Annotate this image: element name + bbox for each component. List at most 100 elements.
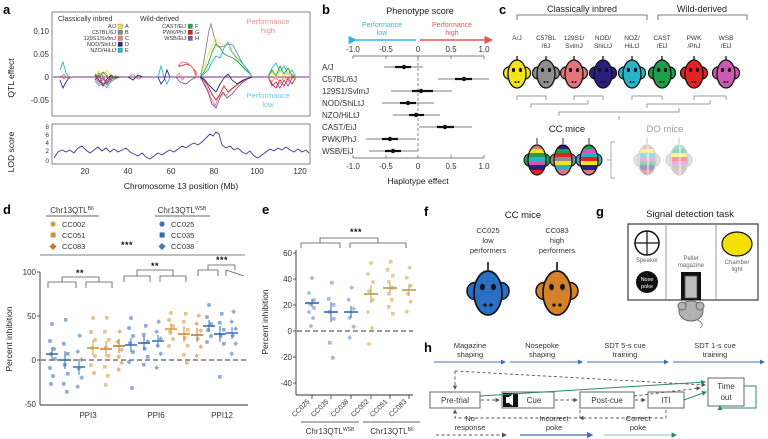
- panel-e-plot: *** Percent inhibition 60 40 20 0 -20 -4…: [260, 227, 420, 436]
- panel-a-legend-code-0: A: [125, 24, 129, 30]
- panel-a-legend-swatch-1: [117, 29, 123, 35]
- panel-f-left-l2: low: [482, 236, 494, 245]
- panel-e-ytick-0: 60: [283, 249, 292, 258]
- panel-b-bottom-tick-1: -0.5: [379, 162, 393, 171]
- panel-c-bracket-left-label: Classically inbred: [547, 4, 617, 14]
- mouse-icon-nod: [588, 56, 618, 89]
- panel-d-legend-right-title: Chr13QTLWSB: [158, 206, 207, 215]
- panel-e-xlabels: CC025 CC035 CC038 CC002 CC051 CC083: [291, 398, 408, 418]
- panel-a-legend-code-7: H: [195, 36, 199, 42]
- panel-a-annotation-high-1: Performance: [247, 17, 290, 26]
- panel-d-ylabel: Percent inhibition: [4, 306, 14, 371]
- panel-a-label: a: [3, 2, 11, 17]
- panel-b-bottom-tick-4: 1.0: [478, 162, 490, 171]
- panel-a-ytick-0: 0.10: [33, 27, 49, 36]
- panel-d-sig-ppi3: **: [76, 268, 84, 278]
- panel-c-cc-label: CC mice: [549, 124, 585, 135]
- panel-a-lod-tick-0: 8: [45, 124, 49, 131]
- panel-a-ylabel-bottom: LOD score: [6, 131, 16, 172]
- panel-a-legend-swatch-3: [117, 41, 123, 47]
- panel-h-legend-2-l1: Correct: [626, 414, 652, 423]
- panel-d-sig-ppi6: **: [151, 261, 159, 271]
- mouse-icon-nzo: [617, 56, 647, 89]
- panel-a-xtick-0: 20: [81, 167, 90, 176]
- panel-e-group-right-label: Chr13QTLB6: [370, 427, 414, 436]
- panel-c-founder-5-l1: CAST: [653, 35, 670, 42]
- panel-b-bottom-tick-2: 0: [416, 162, 421, 171]
- panel-a-lod-tick-3: 2: [45, 148, 49, 155]
- panel-d-xtick-0: PPI3: [79, 411, 97, 420]
- panel-d-legend-label-0: CC002: [62, 220, 85, 229]
- panel-b-right-arrow-label-1: Performance: [432, 22, 472, 29]
- panel-f-left-l1: CC025: [476, 226, 499, 235]
- panel-d-legend-label-2: CC083: [62, 242, 85, 251]
- panel-c-founder-4-l2: HiLtJ: [625, 43, 640, 50]
- panel-h-legend-0-l1: No: [465, 414, 475, 423]
- do-mouse-2: [665, 138, 693, 176]
- panel-d-legend-label-5: CC038: [171, 242, 194, 251]
- panel-d-legend-marker-1: [50, 232, 56, 238]
- panel-a-legend-title-right: Wild-derived: [140, 16, 179, 23]
- panel-g-diagram: Signal detection task Speaker Nose poke …: [627, 209, 759, 329]
- panel-b-forest: A/J C57BL/6J 129S1/SvlmJ NOD/ShiLtJ NZO/…: [322, 63, 489, 156]
- panel-h-flowchart: Magazine shaping Nosepoke shaping SDT 5-…: [429, 341, 765, 439]
- panel-f-right-l1: CC083: [545, 226, 568, 235]
- panel-f-right-l2: high: [550, 236, 564, 245]
- panel-h-legend: No response Incorrect poke Correct poke: [436, 414, 678, 439]
- panel-a-lod-trace: [53, 131, 310, 160]
- nosepoke-icon: [636, 271, 658, 293]
- panel-a-legend-strain-2: 129S1/SvlmJ: [84, 36, 117, 42]
- panel-g-title: Signal detection task: [646, 209, 734, 220]
- panel-c: c Classically inbred Wild-derived A/J C5…: [495, 0, 768, 200]
- mouse-icon-129s1: [559, 56, 589, 89]
- panel-g-nosepoke-l2: poke: [641, 284, 653, 290]
- panel-d-ytick-2: 0: [32, 356, 37, 365]
- panel-c-founder-4-l1: NOZ/: [624, 35, 640, 42]
- panel-h-node-pretrial: [429, 391, 481, 409]
- panel-d-legend-marker-0: [50, 221, 56, 227]
- panel-d-data-ppi12: [203, 303, 239, 379]
- panel-e-group-left-label: Chr13QTLWSB: [306, 427, 355, 436]
- panel-h-phase-0-l2: shaping: [457, 350, 483, 359]
- panel-d-data-ppi3: [46, 316, 125, 394]
- panel-h-phase-2-l1: SDT 5-s cue: [604, 341, 646, 350]
- panel-f-right-l3: performers: [539, 246, 576, 255]
- panel-b-row-label-3: NOD/ShiLtJ: [322, 99, 364, 108]
- panel-h-phase-1-l1: Nosepoke: [525, 341, 559, 350]
- panel-a-xtick-3: 80: [210, 167, 219, 176]
- panel-c-cross-brackets: [516, 95, 727, 120]
- panel-e-label: e: [262, 202, 270, 217]
- panel-a-bottom-frame: [51, 123, 311, 165]
- mouse-icon-aj: [502, 56, 532, 89]
- panel-c-founder-7-l2: /EiJ: [721, 43, 732, 50]
- panel-e-xlabel-1: CC035: [310, 398, 330, 418]
- panel-c-side-bracket: [610, 141, 615, 179]
- panel-d-legend-marker-2: [49, 242, 57, 251]
- panel-c-founder-6-l1: PWK: [687, 35, 702, 42]
- panel-h-node-pretrial-label: Pre-trial: [441, 396, 469, 405]
- panel-b-left-arrow-label-2: low: [377, 30, 388, 37]
- panel-b: b Phenotype score Performance low Perfor…: [320, 0, 495, 200]
- panel-a: a QTL effect LOD score 0.10 0.05 0 -0.05: [0, 0, 320, 200]
- panel-h-legend-1-l1: Incorrect: [539, 414, 569, 423]
- panel-f-title: CC mice: [505, 210, 541, 221]
- panel-d-legend-label-4: CC035: [171, 231, 194, 240]
- panel-e-xlabel-5: CC083: [388, 398, 408, 418]
- panel-f-left-l3: performers: [470, 246, 507, 255]
- panel-c-founder-6-l2: /PhJ: [687, 43, 700, 50]
- panel-a-legend-swatch-4: [117, 47, 123, 53]
- mouse-icon-cast: [647, 56, 677, 89]
- panel-e-ytick-4: -20: [280, 353, 292, 362]
- panel-e-points-cc083: [404, 265, 414, 315]
- panel-c-cc-mice: [523, 138, 603, 176]
- panel-h-node-timeout: [707, 377, 745, 407]
- panel-h-legend-2-l2: poke: [630, 423, 646, 432]
- panel-h: h Magazine shaping Nosepoke shaping SDT …: [420, 338, 768, 439]
- panel-e-sig: ***: [350, 227, 362, 237]
- panel-a-annotation-low-1: Performance: [247, 91, 290, 100]
- panel-a-lod-tick-1: 6: [45, 132, 49, 139]
- panel-d: d Chr13QTLB6 Chr13QTLWSB CC002 CC051 CC0…: [0, 200, 262, 439]
- mouse-icon-cc025: [466, 262, 510, 316]
- panel-a-xaxis: 20 40 60 80 100 120: [81, 167, 308, 176]
- panel-c-do-mice: [633, 138, 693, 176]
